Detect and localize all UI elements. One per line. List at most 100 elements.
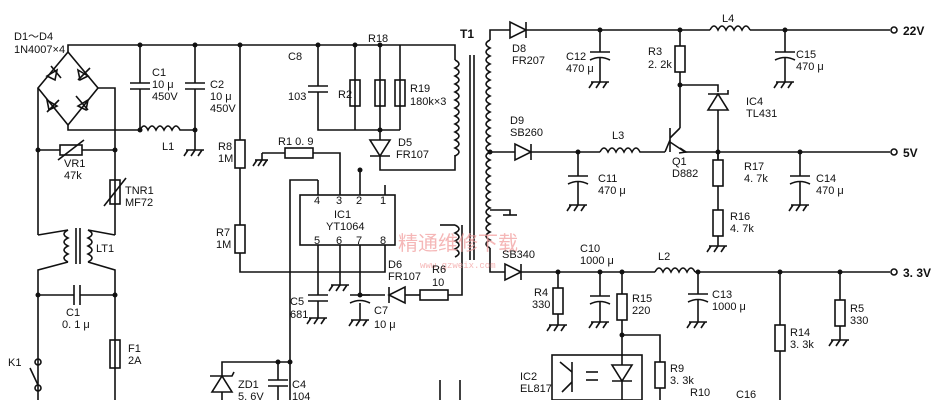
label-c7: C7 bbox=[374, 305, 388, 317]
label-ic1: IC1 bbox=[334, 209, 351, 221]
capacitor-c7 bbox=[348, 294, 371, 327]
label-ic4: IC4 bbox=[746, 96, 763, 108]
label-r6-value: 10 bbox=[432, 277, 444, 289]
label-d8: D8 bbox=[512, 43, 526, 55]
bridge-diode-3 bbox=[45, 98, 60, 113]
label-lt1: LT1 bbox=[96, 243, 114, 255]
label-q1: Q1 bbox=[672, 156, 687, 168]
inductor-l1 bbox=[139, 125, 195, 132]
label-zd1: ZD1 bbox=[238, 379, 259, 391]
resistor-bank-r18 bbox=[349, 45, 406, 140]
label-ic2: IC2 bbox=[520, 371, 537, 383]
resistor-r16 bbox=[706, 209, 727, 253]
label-l1: L1 bbox=[162, 141, 174, 153]
label-c1a-voltage: 450V bbox=[152, 91, 178, 103]
label-vr1-value: 47k bbox=[64, 170, 82, 182]
ic1-yt1064 bbox=[289, 170, 396, 400]
label-c13: C13 bbox=[712, 289, 732, 301]
inductor-l4 bbox=[709, 25, 898, 34]
label-r14-value: 3. 3k bbox=[790, 339, 814, 351]
diode-d9 bbox=[514, 142, 600, 162]
label-pin5: 5 bbox=[314, 235, 320, 247]
label-f1-value: 2A bbox=[128, 355, 142, 367]
switch-k1 bbox=[29, 358, 42, 392]
label-r3: R3 bbox=[648, 46, 662, 58]
label-r15: R15 bbox=[632, 293, 652, 305]
diode-d5 bbox=[368, 139, 456, 171]
capacitor-c8 bbox=[308, 45, 400, 131]
label-r9-value: 3. 3k bbox=[670, 375, 694, 387]
label-pin4: 4 bbox=[314, 195, 320, 207]
label-d9-value: SB260 bbox=[510, 127, 543, 139]
label-out-5v: 5V bbox=[903, 146, 918, 160]
capacitor-c5 bbox=[306, 284, 349, 325]
label-r1: R1 0. 9 bbox=[278, 136, 313, 148]
bridge-diode-1 bbox=[45, 65, 62, 82]
resistor-r3 bbox=[674, 30, 719, 128]
label-c7-value: 10 μ bbox=[374, 319, 396, 331]
capacitor-c12 bbox=[588, 30, 611, 89]
label-d6: D6 bbox=[388, 259, 402, 271]
junction-dots bbox=[35, 27, 843, 365]
resistor-r7 bbox=[234, 224, 386, 273]
label-r7: R7 bbox=[216, 227, 230, 239]
bridge-diode-2 bbox=[76, 67, 91, 82]
label-ic1-value: YT1064 bbox=[326, 221, 365, 233]
label-r9: R9 bbox=[670, 363, 684, 375]
label-d9: D9 bbox=[510, 115, 524, 127]
label-c1b: C1 bbox=[66, 307, 80, 319]
resistor-r5 bbox=[828, 272, 849, 347]
resistor-r8 bbox=[234, 45, 246, 225]
capacitor-c2 bbox=[183, 45, 205, 157]
watermark-url: www.gzweix.com bbox=[420, 261, 496, 271]
label-ic4-value: TL431 bbox=[746, 108, 777, 120]
label-l3: L3 bbox=[612, 130, 624, 142]
label-c12: C12 bbox=[566, 51, 586, 63]
label-r8-value: 1M bbox=[218, 153, 233, 165]
label-d5: D5 bbox=[398, 137, 412, 149]
capacitor-c15 bbox=[773, 30, 796, 89]
zener-zd1 bbox=[210, 361, 290, 400]
fuse-f1 bbox=[109, 339, 121, 369]
inductor-l3 bbox=[599, 147, 665, 154]
label-pin8: 8 bbox=[380, 235, 386, 247]
label-q1-value: D882 bbox=[672, 168, 698, 180]
label-r17-value: 4. 7k bbox=[744, 173, 768, 185]
label-c2: C2 bbox=[210, 79, 224, 91]
label-c4: C4 bbox=[292, 379, 306, 391]
label-d1d4: D1～D4 bbox=[14, 31, 53, 43]
capacitor-partial-bottom bbox=[439, 380, 461, 400]
label-d8-value: FR207 bbox=[512, 55, 545, 67]
resistor-r4 bbox=[546, 272, 567, 332]
label-r16-value: 4. 7k bbox=[730, 223, 754, 235]
label-r10: R10 bbox=[690, 387, 710, 399]
label-r3-value: 2. 2k bbox=[648, 59, 672, 71]
label-r15-value: 220 bbox=[632, 305, 650, 317]
label-r17: R17 bbox=[744, 161, 764, 173]
label-d1d4-part: 1N4007×4 bbox=[14, 44, 65, 56]
label-ic2-value: EL817 bbox=[520, 383, 552, 395]
transformer-t1 bbox=[440, 29, 517, 273]
label-t1: T1 bbox=[460, 27, 474, 41]
label-c13-value: 1000 μ bbox=[712, 301, 746, 313]
label-r18: R18 bbox=[368, 33, 388, 45]
capacitor-c13 bbox=[686, 272, 709, 329]
capacitor-c1-x bbox=[38, 285, 115, 305]
label-c8: C8 bbox=[288, 51, 302, 63]
resistor-r15 bbox=[616, 272, 661, 365]
capacitor-c4 bbox=[268, 362, 288, 400]
label-c4-value: 104 bbox=[292, 391, 310, 400]
label-c14: C14 bbox=[816, 173, 836, 185]
label-c1a-value: 10 μ bbox=[152, 79, 174, 91]
label-c2-voltage: 450V bbox=[210, 103, 236, 115]
resistor-r9 bbox=[654, 361, 666, 400]
label-l4: L4 bbox=[722, 13, 734, 25]
label-sb340: SB340 bbox=[502, 249, 535, 261]
label-l2: L2 bbox=[658, 251, 670, 263]
component-labels: D1～D4 1N4007×4 C1 10 μ 450V C2 10 μ 450V… bbox=[8, 13, 931, 400]
label-r16: R16 bbox=[730, 211, 750, 223]
label-r4-value: 330 bbox=[532, 299, 550, 311]
label-c12-value: 470 μ bbox=[566, 63, 594, 75]
